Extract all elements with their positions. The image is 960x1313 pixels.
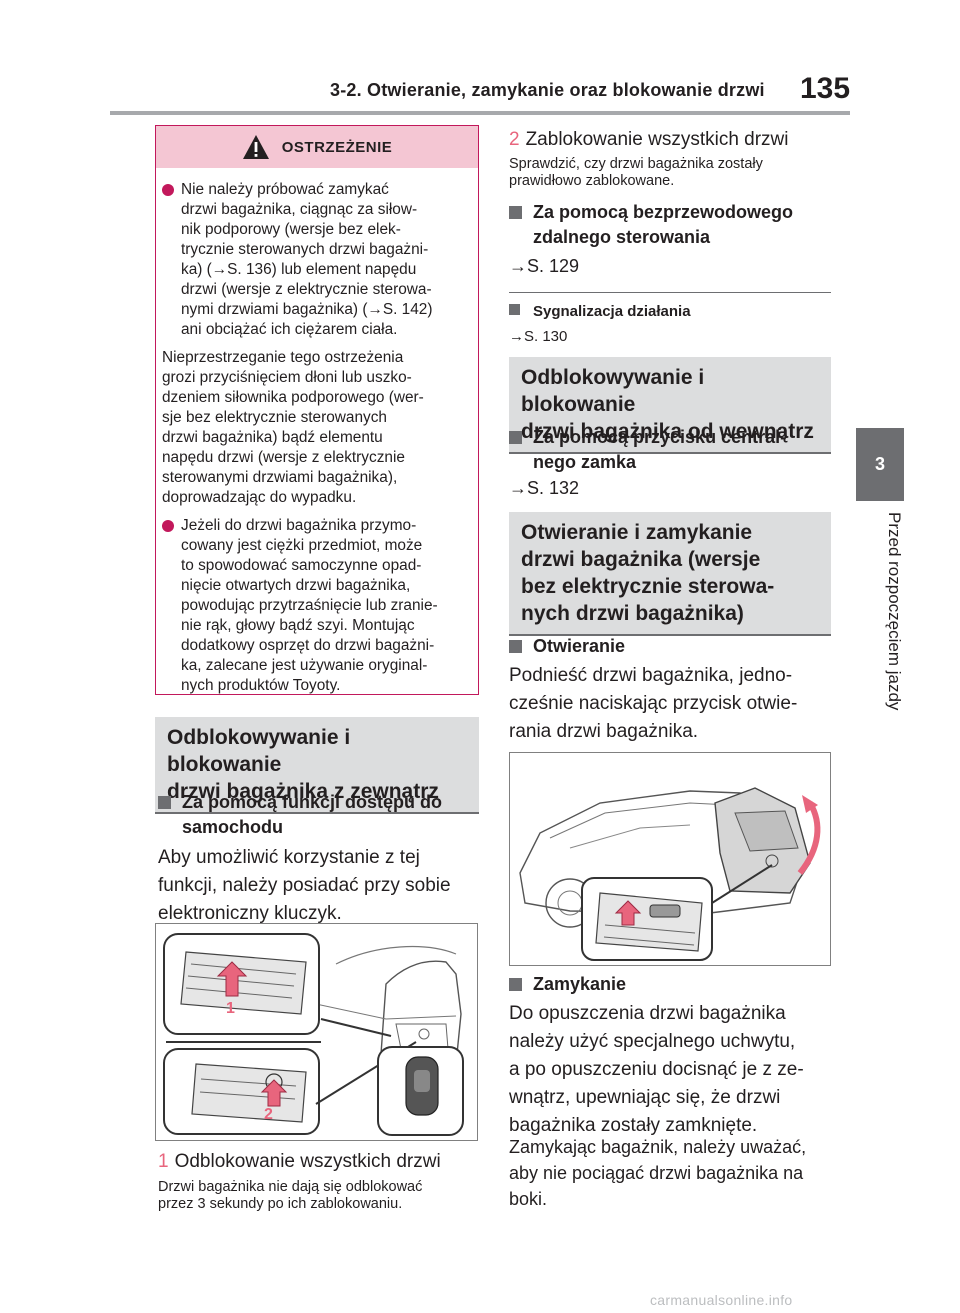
tailgate-illustration — [519, 787, 821, 961]
ref-central-lock[interactable]: →S. 132 — [509, 478, 580, 498]
square-bullet-icon — [509, 640, 522, 653]
ref-remote[interactable]: →S. 129 — [509, 256, 580, 276]
figure-door-handle-sensor: 1 2 — [155, 923, 478, 1141]
warning-header: OSTRZEŻENIE — [156, 126, 478, 168]
footer-watermark: carmanualsonline.info — [650, 1292, 793, 1308]
square-bullet-icon — [509, 978, 522, 991]
header-rule — [110, 111, 850, 115]
bullet-dot — [162, 184, 174, 196]
warning-bullet-2: Jeżeli do drzwi bagażnika przymo- cowany… — [162, 516, 470, 696]
square-bullet-icon — [509, 431, 522, 444]
section-unlock-inside: Odblokowywanie i blokowanie drzwi bagażn… — [509, 357, 831, 454]
subhead-smart-entry: Za pomocą funkcji dostępu do samochodu — [158, 790, 478, 840]
ref-signals[interactable]: →S. 130 — [509, 328, 568, 345]
subhead-operation-signals: Sygnalizacja działania — [509, 299, 834, 324]
subhead-closing: Zamykanie — [509, 972, 834, 997]
divider — [509, 292, 831, 293]
page-number: 135 — [800, 72, 851, 105]
warning-title: OSTRZEŻENIE — [281, 138, 393, 156]
square-bullet-icon — [158, 796, 171, 809]
square-bullet-icon — [509, 206, 522, 219]
warning-paragraph: Nieprzestrzeganie tego ostrzeżenia grozi… — [162, 349, 424, 506]
subhead-central-lock: Za pomocą przycisku central- nego zamka — [509, 425, 834, 475]
door-handle-illustration — [163, 933, 464, 1136]
subhead-opening: Otwieranie — [509, 634, 834, 659]
section-unlock-outside: Odblokowywanie i blokowanie drzwi bagażn… — [155, 717, 479, 814]
closing-body: Do opuszczenia drzwi bagażnika należy uż… — [509, 1003, 804, 1136]
warning-body: Nie należy próbować zamykać drzwi bagażn… — [156, 168, 478, 696]
warning-bullet-1: Nie należy próbować zamykać drzwi bagażn… — [162, 180, 470, 340]
figure-opening-tailgate — [509, 752, 831, 966]
item-unlock-note: Drzwi bagażnika nie dają się odblokować … — [158, 1179, 423, 1212]
chapter-side-label: Przed rozpoczęciem jazdy — [885, 512, 904, 711]
figure-label-2: 2 — [264, 1106, 273, 1123]
square-bullet-icon — [509, 304, 520, 315]
item-number: 1 — [158, 1151, 169, 1172]
subhead-wireless-remote: Za pomocą bezprzewodowego zdalnego stero… — [509, 200, 834, 250]
section-open-close: Otwieranie i zamykanie drzwi bagażnika (… — [509, 512, 831, 636]
opening-body: Podnieść drzwi bagażnika, jedno- cześnie… — [509, 665, 798, 742]
figure-label-1: 1 — [226, 1000, 235, 1017]
smart-entry-body: Aby umożliwić korzystanie z tej funkcji,… — [158, 847, 451, 924]
item-number: 2 — [509, 129, 520, 150]
chapter-tab: 3 — [856, 428, 904, 501]
closing-caution: Zamykając bagażnik, należy uważać, aby n… — [509, 1137, 807, 1209]
warning-box: OSTRZEŻENIE Nie należy próbować zamykać … — [155, 125, 479, 695]
item-lock-note: Sprawdzić, czy drzwi bagażnika zostały p… — [509, 156, 763, 189]
bullet-dot — [162, 520, 174, 532]
running-header: 3-2. Otwieranie, zamykanie oraz blokowan… — [330, 80, 765, 100]
warning-triangle-icon — [242, 135, 269, 159]
